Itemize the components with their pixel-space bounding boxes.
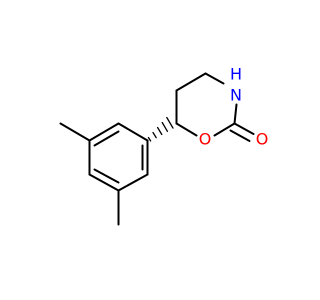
ring-double-bond-inner: [93, 168, 120, 184]
ring-bond-c1-c2: [117, 122, 149, 142]
ring-bond-c5-c6: [117, 173, 149, 192]
ring-bond-c4-c5: [88, 173, 120, 192]
benzene-ring: [88, 122, 149, 192]
ring-bond-n3-c2: [233, 103, 238, 125]
ring-bond-c5-c4: [175, 72, 207, 92]
methyl-bond-top: [59, 122, 91, 142]
ring-bond-c2-o1: [213, 122, 236, 137]
carbonyl-oxygen-label: O: [256, 130, 269, 149]
carbonyl-bond-second: [229, 129, 251, 142]
carbonyl-bond: [233, 122, 255, 135]
ring-bond-c2-c3: [88, 122, 120, 142]
ring-double-bond-inner: [93, 130, 120, 147]
molecule-structure: N H O O: [59, 65, 269, 226]
structure-canvas: N H O O: [59, 64, 269, 226]
oxazinanone-ring: [175, 72, 238, 137]
ring-bond-c4-n3: [204, 72, 225, 85]
stereo-hash-bond: [147, 116, 174, 142]
ring-bond-o1-c6: [175, 122, 198, 137]
ring-oxygen-label: O: [199, 130, 212, 149]
nitrogen-label: N: [230, 86, 242, 105]
nh-hydrogen-label: H: [230, 65, 242, 84]
